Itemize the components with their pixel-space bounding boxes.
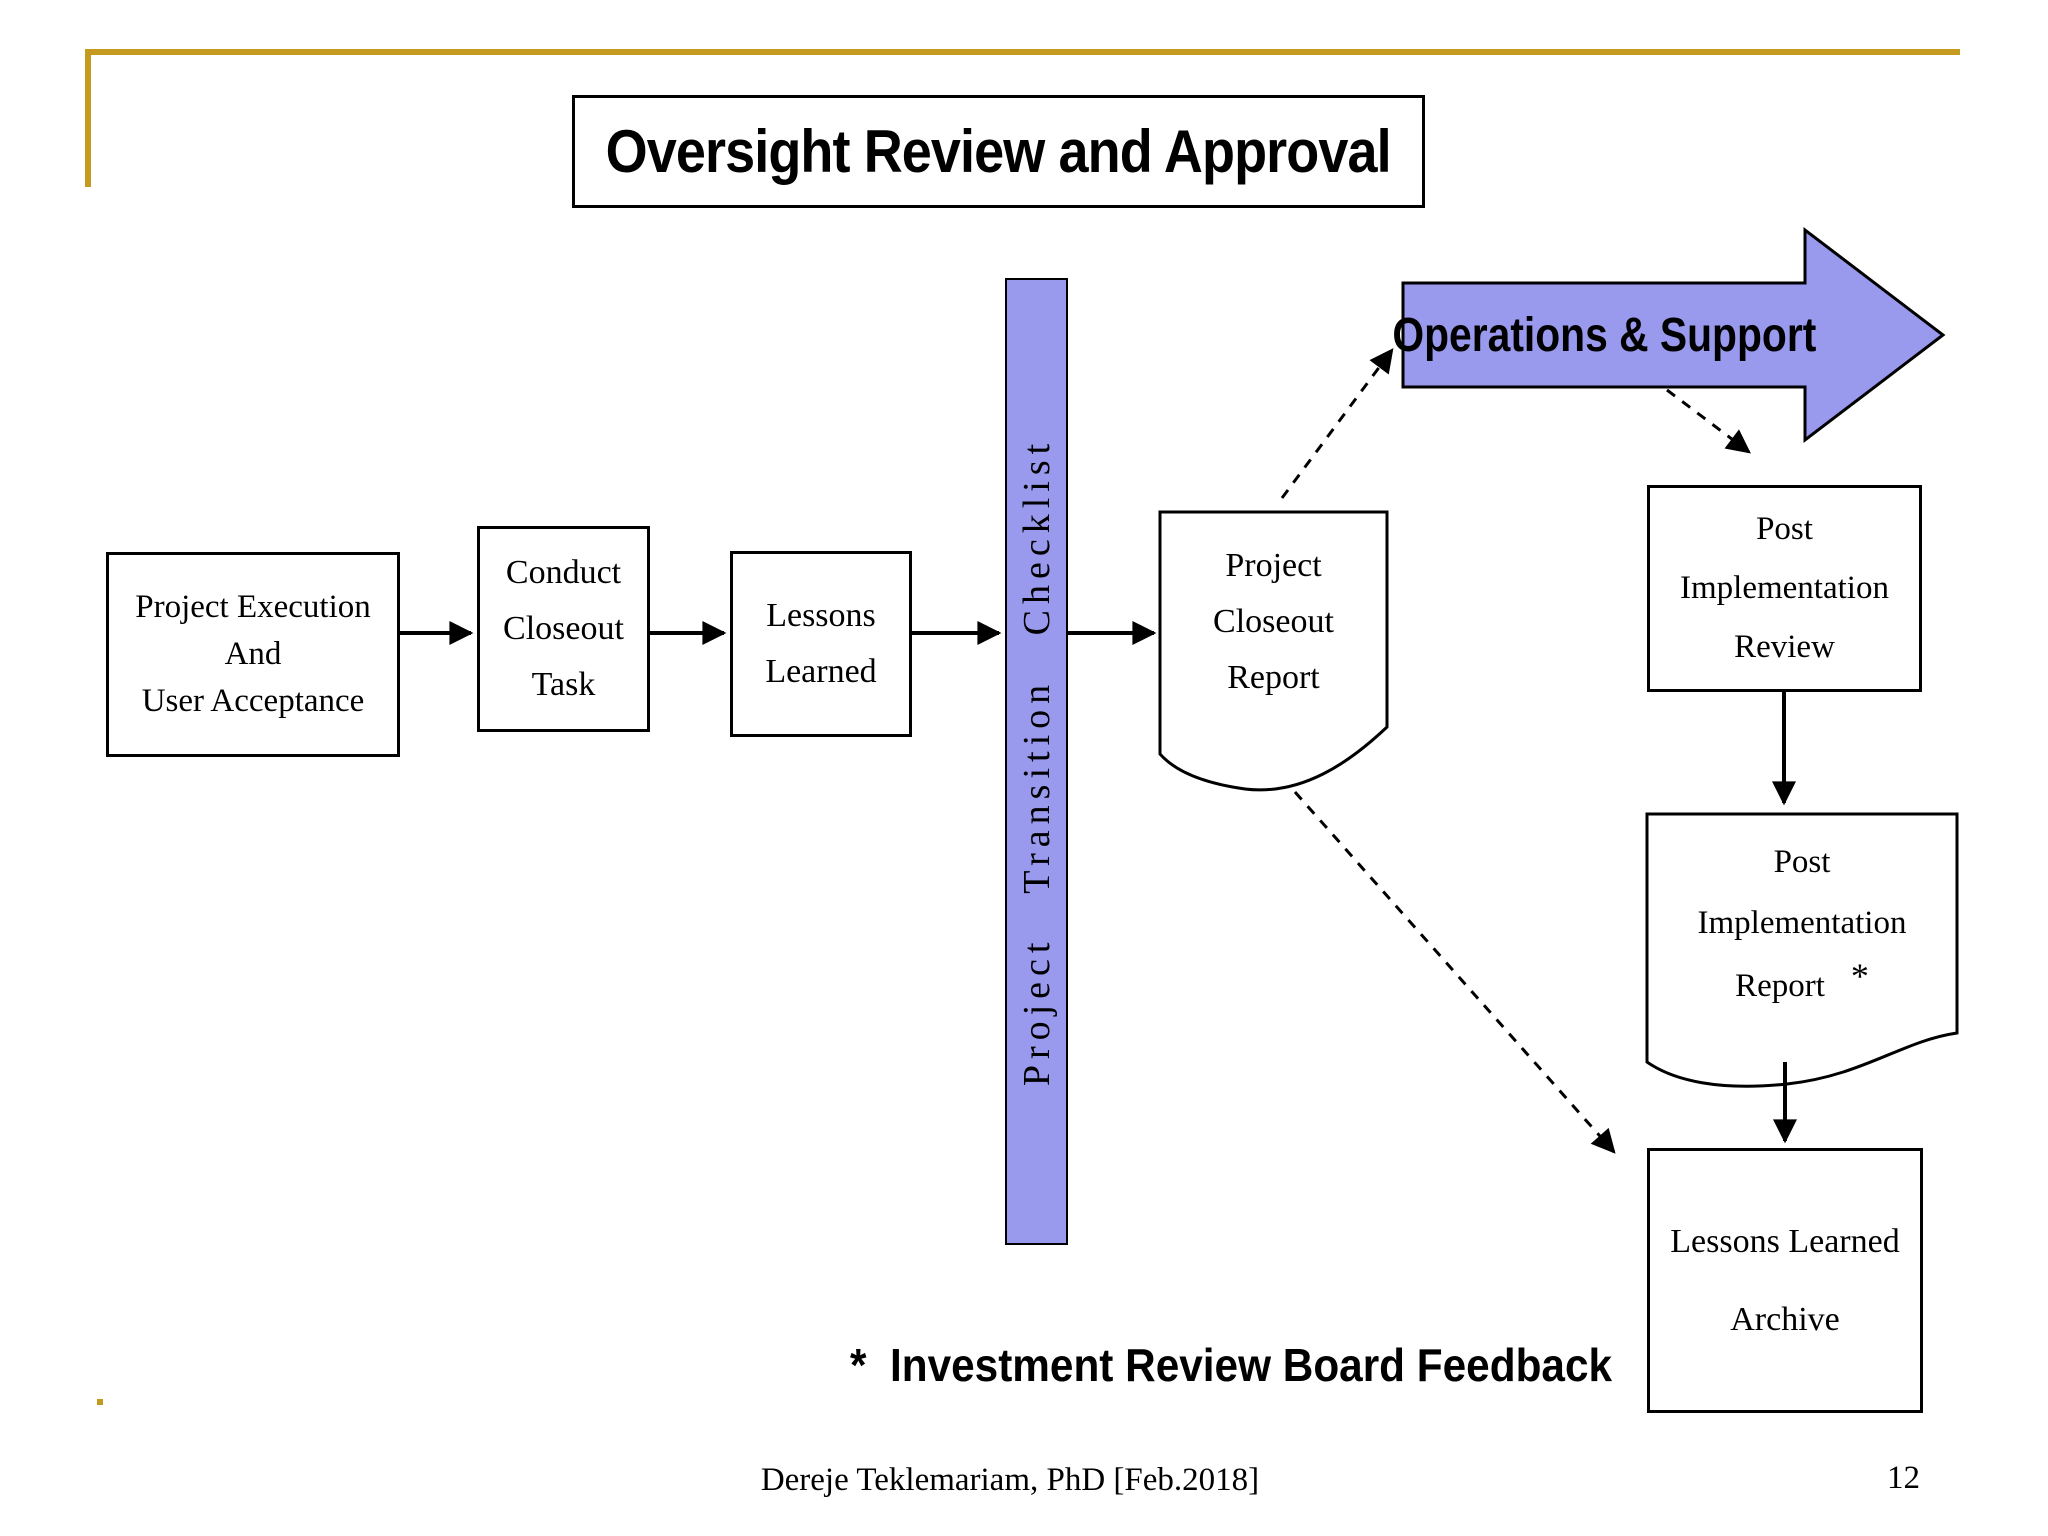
node-lessons-learned-archive: Lessons Learned Archive — [1647, 1148, 1923, 1413]
footer-credit: Dereje Teklemariam, PhD [Feb.2018] — [760, 1462, 1260, 1498]
node-conduct-closeout-task: Conduct Closeout Task — [477, 526, 650, 732]
node-line: Task — [531, 666, 596, 703]
project-closeout-report-shape — [1158, 510, 1389, 792]
node-line: Post — [1773, 844, 1831, 880]
node-project-closeout-report: Project Closeout Report — [1160, 538, 1387, 728]
node-line: Archive — [1730, 1300, 1840, 1338]
node-line: Implementation — [1680, 570, 1889, 606]
node-line: Review — [1734, 629, 1835, 665]
footnote-investment-review: * Investment Review Board Feedback — [850, 1338, 1678, 1392]
node-line: Conduct — [505, 554, 622, 591]
page-number: 12 — [1887, 1460, 1920, 1496]
asterisk-mark: * — [1850, 956, 1869, 996]
node-line: Closeout — [1213, 603, 1334, 640]
node-line: Report * — [1735, 954, 1869, 1017]
node-line: Lessons Learned — [1670, 1222, 1900, 1260]
node-line: Operations & Support — [1392, 308, 1816, 362]
node-line: Post — [1756, 511, 1813, 547]
dashed-arrow-operations-to-pir — [1666, 388, 1751, 454]
node-post-implementation-report: Post Implementation Report * — [1647, 832, 1957, 1022]
slide-title-box: Oversight Review and Approval — [572, 95, 1425, 208]
node-project-transition-checklist: Project Transition Checklist — [1005, 278, 1068, 1245]
gold-top-rule — [85, 49, 1960, 55]
node-line: Lessons — [766, 597, 876, 634]
slide-title: Oversight Review and Approval — [605, 118, 1392, 185]
footnote-text: * Investment Review Board Feedback — [850, 1339, 1613, 1391]
post-implementation-report-shape — [1645, 812, 1959, 1088]
node-lessons-learned: Lessons Learned — [730, 551, 912, 737]
checklist-label: Project Transition Checklist — [1015, 437, 1058, 1086]
gold-left-rule — [85, 49, 91, 187]
node-project-execution: Project Execution And User Acceptance — [106, 552, 400, 757]
node-line: Learned — [765, 653, 877, 690]
node-line: Report — [1227, 659, 1320, 696]
report-word: Report — [1735, 968, 1825, 1004]
node-line: User Acceptance — [141, 683, 365, 719]
node-line: And — [224, 636, 282, 672]
node-line: Implementation — [1697, 905, 1907, 941]
dashed-arrow-report-to-operations — [1280, 348, 1394, 499]
operations-support-label: Operations & Support — [1392, 283, 1816, 387]
operations-support-block-arrow — [1401, 226, 1946, 444]
node-post-implementation-review: Post Implementation Review — [1647, 485, 1922, 692]
node-line: Project — [1225, 547, 1322, 584]
node-line: Project Execution — [135, 589, 371, 625]
gold-bullet-mark — [97, 1399, 103, 1405]
dashed-arrow-report-to-archive — [1293, 791, 1616, 1154]
node-line: Closeout — [503, 610, 624, 647]
